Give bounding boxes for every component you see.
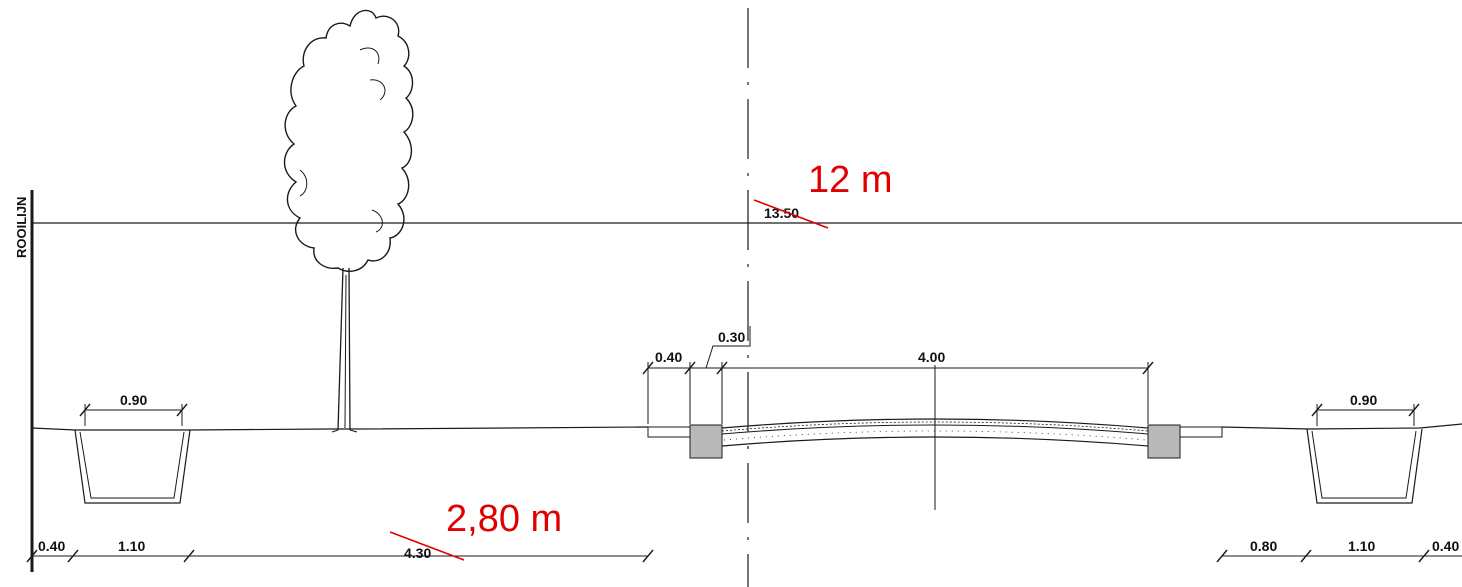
right-kerb [1147,424,1181,459]
bottom-left-dim-1: 0.40 [38,538,65,554]
left-kerb [689,424,723,459]
ditch-right-width-label: 0.90 [1350,392,1377,408]
total-width-strike [753,199,829,229]
total-width-old-label: 13.50 [764,205,799,221]
left-width-new-label: 2,80 m [446,498,562,540]
bottom-right-dim-1: 0.80 [1250,538,1277,554]
tree-illustration [283,9,414,433]
ground-line [31,426,649,431]
ground-line-right [1221,423,1462,430]
bottom-left-dim-2: 1.10 [118,538,145,554]
total-width-new-label: 12 m [808,159,892,201]
ditch-left-width-label: 0.90 [120,392,147,408]
verge-width-label: 0.40 [655,349,682,365]
path-structure [647,365,1223,510]
left-ditch [74,429,191,504]
left-width-old-label: 4.30 [404,545,431,561]
right-ditch [1306,428,1423,504]
kerb-width-label: 0.30 [718,329,745,345]
bottom-right-dim-3: 0.40 [1432,538,1459,554]
bottom-right-dim-2: 1.10 [1348,538,1375,554]
path-width-label: 4.00 [918,349,945,365]
left-width-strike [389,531,465,561]
rooilijn-label: ROOILIJN [14,197,29,258]
